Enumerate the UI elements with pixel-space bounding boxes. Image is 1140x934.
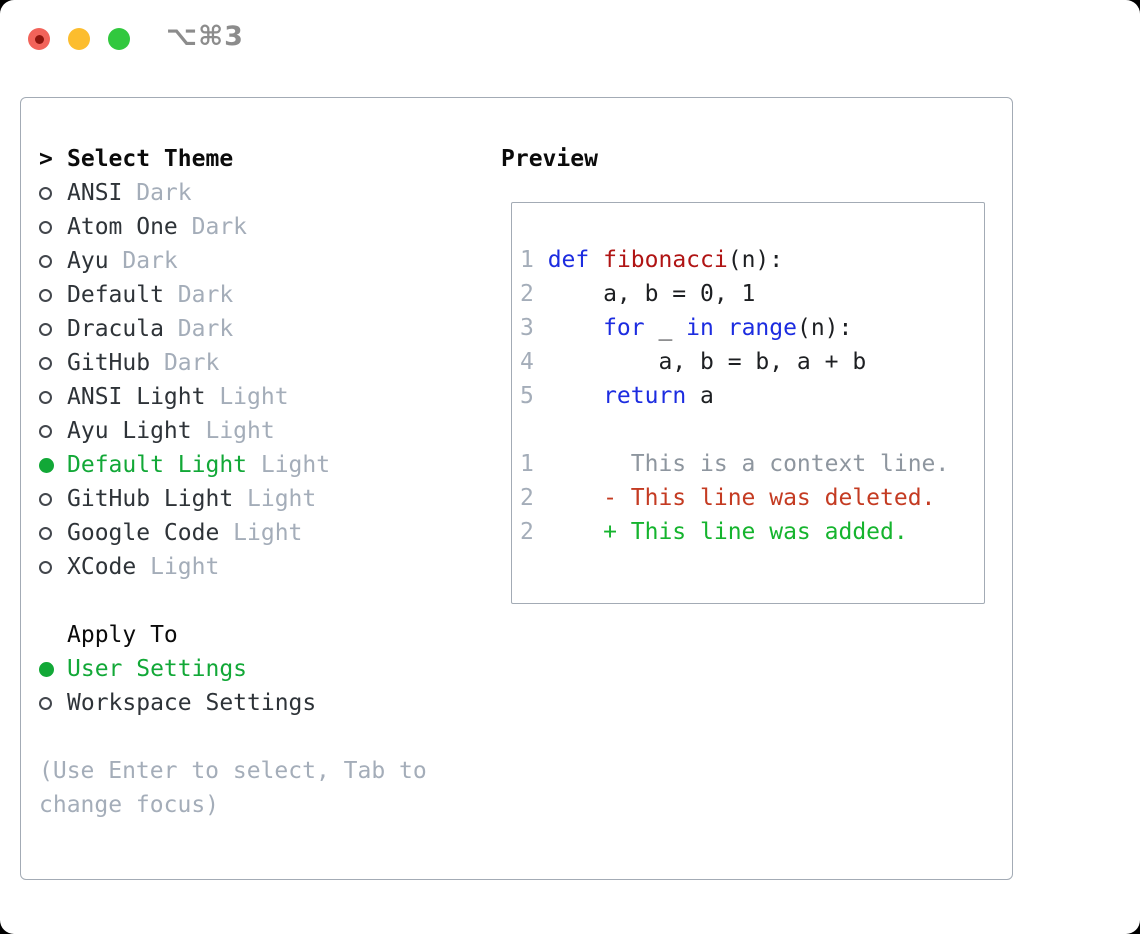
line-number: 1 xyxy=(520,451,534,477)
code-line: 2 + This line was added. xyxy=(520,515,984,549)
theme-variant-label: Dark xyxy=(122,248,178,274)
close-button[interactable] xyxy=(28,28,50,50)
theme-name-label: Ayu Light xyxy=(67,418,192,444)
close-dot-icon xyxy=(34,34,44,44)
radio-selected-icon xyxy=(39,661,67,677)
titlebar: ⌥⌘3 xyxy=(0,0,1140,70)
minimize-button[interactable] xyxy=(68,28,90,50)
code-text: a, b = b, a + b xyxy=(547,349,867,375)
radio-icon xyxy=(39,390,67,404)
theme-name-label: Google Code xyxy=(67,520,220,546)
code-text: def fibonacci(n): xyxy=(547,247,784,273)
theme-name-label: Ayu xyxy=(67,248,109,274)
theme-variant-label: Light xyxy=(233,520,303,546)
theme-variant-label: Dark xyxy=(177,282,234,308)
code-text: - This line was deleted. xyxy=(547,485,936,511)
code-line: 4 a, b = b, a + b xyxy=(520,345,984,379)
cursor-arrow-icon: > xyxy=(39,146,53,172)
option-user-settings[interactable]: User Settings xyxy=(39,652,489,686)
radio-icon xyxy=(39,560,67,574)
radio-icon xyxy=(39,254,67,268)
option-default-light[interactable]: Default Light Light xyxy=(39,448,489,482)
help-text: (Use Enter to select, Tab to change focu… xyxy=(39,758,427,818)
select-theme-header: > Select Theme xyxy=(39,142,489,176)
zoom-button[interactable] xyxy=(108,28,130,50)
apply-option-label: Workspace Settings xyxy=(67,690,317,716)
theme-name-label: Default Light xyxy=(67,452,248,478)
theme-name-label: Default xyxy=(67,282,164,308)
option-ansi[interactable]: ANSI Dark xyxy=(39,176,489,210)
window-shortcut-label: ⌥⌘3 xyxy=(166,21,244,52)
code-text: a, b = 0, 1 xyxy=(547,281,756,307)
code-line: 2 a, b = 0, 1 xyxy=(520,277,984,311)
option-dracula[interactable]: Dracula Dark xyxy=(39,312,489,346)
theme-name-label: GitHub Light xyxy=(67,486,234,512)
option-atom-one[interactable]: Atom One Dark xyxy=(39,210,489,244)
theme-variant-label: Dark xyxy=(163,350,220,376)
theme-name-label: Atom One xyxy=(67,214,178,240)
apply-option-label: User Settings xyxy=(67,656,248,682)
theme-name-label: GitHub xyxy=(67,350,151,376)
theme-name-label: XCode xyxy=(67,554,137,580)
radio-icon xyxy=(39,220,67,234)
theme-name-label: ANSI Light xyxy=(67,384,206,410)
theme-variant-label: Dark xyxy=(191,214,248,240)
radio-icon xyxy=(39,186,67,200)
code-line: 3 for _ in range(n): xyxy=(520,311,984,345)
option-google-code[interactable]: Google Code Light xyxy=(39,516,489,550)
code-text: + This line was added. xyxy=(547,519,908,545)
theme-variant-label: Light xyxy=(247,486,317,512)
code-line: 5 return a xyxy=(520,379,984,413)
option-ayu-light[interactable]: Ayu Light Light xyxy=(39,414,489,448)
code-line: 2 - This line was deleted. xyxy=(520,481,984,515)
line-number: 4 xyxy=(520,349,534,375)
radio-icon xyxy=(39,696,67,710)
theme-variant-label: Light xyxy=(219,384,289,410)
line-number: 5 xyxy=(520,383,534,409)
line-number: 2 xyxy=(520,519,534,545)
radio-icon xyxy=(39,322,67,336)
preview-title: Preview xyxy=(501,146,598,172)
line-number: 3 xyxy=(520,315,534,341)
radio-icon xyxy=(39,526,67,540)
line-number: 1 xyxy=(520,247,534,273)
option-default[interactable]: Default Dark xyxy=(39,278,489,312)
apply-to-title: Apply To xyxy=(67,622,178,648)
option-github-light[interactable]: GitHub Light Light xyxy=(39,482,489,516)
theme-name-label: Dracula xyxy=(67,316,164,342)
line-number: 2 xyxy=(520,281,534,307)
radio-icon xyxy=(39,288,67,302)
option-ansi-light[interactable]: ANSI Light Light xyxy=(39,380,489,414)
select-theme-title: Select Theme xyxy=(67,146,234,172)
radio-icon xyxy=(39,424,67,438)
theme-variant-label: Light xyxy=(260,452,331,478)
theme-variant-label: Dark xyxy=(136,180,192,206)
theme-variant-label: Dark xyxy=(177,316,234,342)
code-text: return a xyxy=(603,383,714,409)
theme-name-label: ANSI xyxy=(67,180,123,206)
code-text: This is a context line. xyxy=(547,451,950,477)
option-xcode[interactable]: XCode Light xyxy=(39,550,489,584)
theme-variant-label: Light xyxy=(205,418,275,444)
line-number: 2 xyxy=(520,485,534,511)
code-line xyxy=(520,413,984,447)
code-line: 1 This is a context line. xyxy=(520,447,984,481)
option-ayu[interactable]: Ayu Dark xyxy=(39,244,489,278)
radio-icon xyxy=(39,356,67,370)
radio-icon xyxy=(39,492,67,506)
theme-variant-label: Light xyxy=(150,554,220,580)
radio-selected-icon xyxy=(39,457,67,473)
traffic-lights xyxy=(28,28,130,50)
option-github[interactable]: GitHub Dark xyxy=(39,346,489,380)
option-workspace-settings[interactable]: Workspace Settings xyxy=(39,686,489,720)
code-text: for _ in range(n): xyxy=(603,315,853,341)
code-line: 1 def fibonacci(n): xyxy=(520,243,984,277)
